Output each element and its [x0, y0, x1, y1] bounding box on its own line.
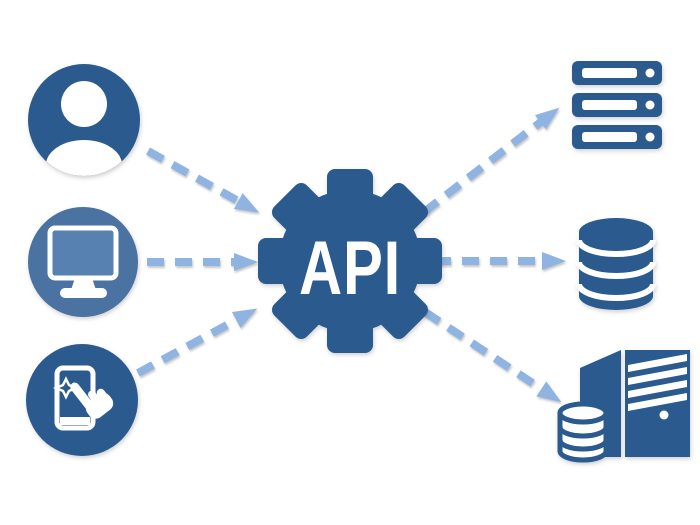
connector-arrows — [136, 107, 566, 403]
database-server-icon — [557, 350, 690, 463]
api-label: API — [299, 226, 401, 311]
storage-cylinder-icon — [557, 401, 609, 463]
tap-hand-icon — [70, 382, 114, 419]
mobile-tap-icon — [26, 344, 138, 456]
arrow-user-to-api — [146, 147, 260, 213]
database-icon — [576, 218, 656, 310]
user-icon — [28, 64, 140, 176]
desktop-monitor-icon — [28, 207, 138, 317]
arrow-mobile-to-api — [136, 308, 258, 377]
api-gear-icon: API — [258, 169, 442, 353]
rack-unit — [572, 125, 662, 149]
arrow-api-to-database-server — [422, 308, 562, 403]
rack-unit — [572, 61, 662, 85]
server-rack-icon — [572, 61, 662, 149]
arrow-api-to-server-rack — [421, 107, 560, 216]
rack-unit — [572, 93, 662, 117]
